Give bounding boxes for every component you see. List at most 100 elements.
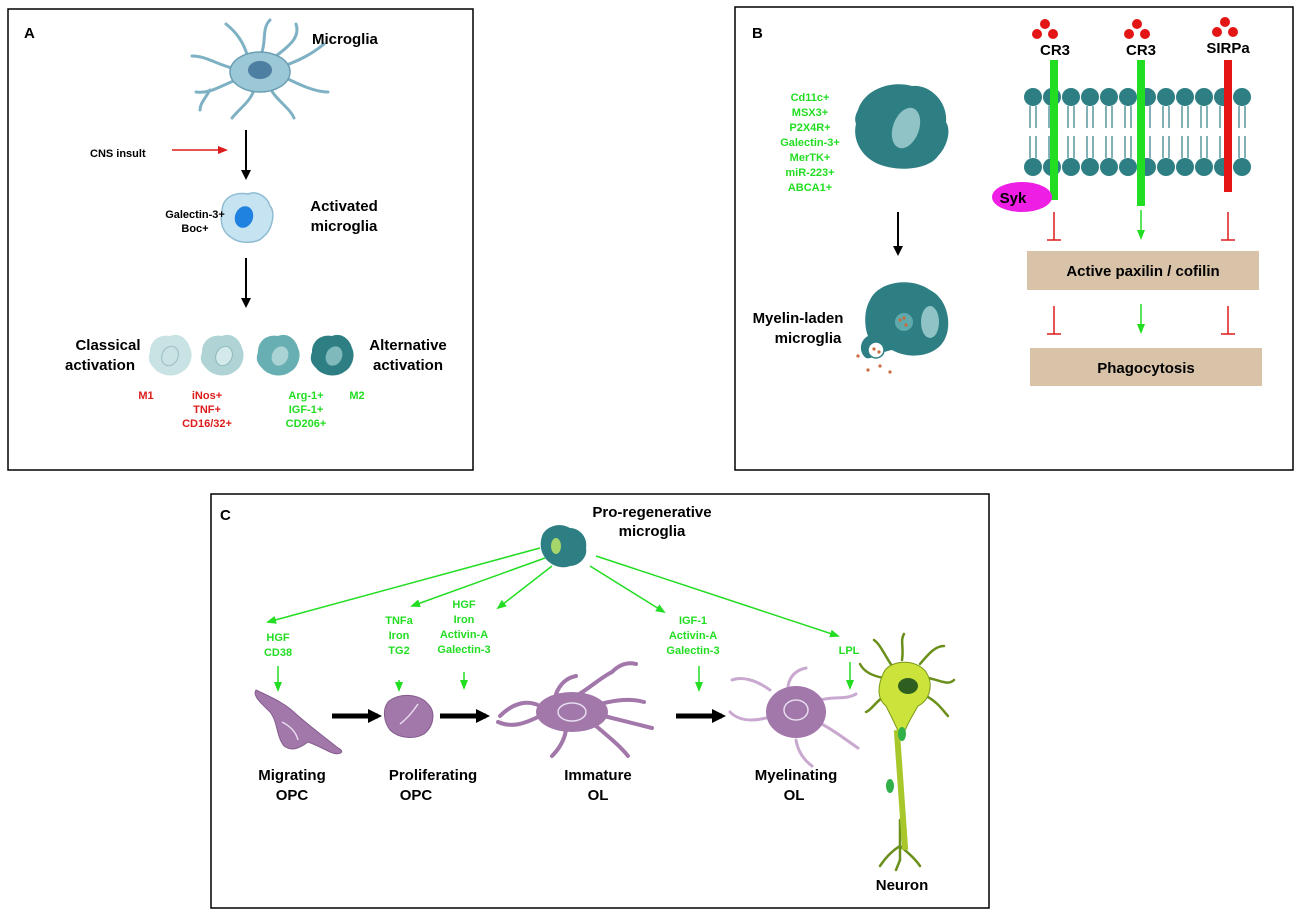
stage-2-label-2: OPC <box>400 787 433 804</box>
stage-3-label-1: Immature <box>564 767 632 784</box>
factor-item: TG2 <box>388 645 409 657</box>
panel-b: B Cd11c+ MSX3+ P2X4R+ Galectin-3+ MerTK+ miR-… <box>734 6 1294 471</box>
myelin-laden-label-1: Myelin-laden <box>753 310 844 327</box>
activated-title-1: Activated <box>310 198 378 215</box>
stage-2-label-1: Proliferating <box>389 767 477 784</box>
lipid-head <box>1081 88 1099 106</box>
stage-4-label-2: OL <box>784 787 805 804</box>
m1-marker-1: iNos+ <box>192 390 222 402</box>
marker-list: Cd11c+ MSX3+ P2X4R+ Galectin-3+ MerTK+ miR-22… <box>780 92 840 194</box>
immature-ol-cell <box>496 661 654 758</box>
m2-label: M2 <box>349 390 364 402</box>
stage-1-label-2: OPC <box>276 787 309 804</box>
marker-item: Galectin-3+ <box>780 137 840 149</box>
activated-microglia-cell <box>220 192 274 243</box>
classical-label-2: activation <box>65 357 135 374</box>
factor-labels: HGFCD38TNFaIronTG2HGFIronActivin-AGalect… <box>264 599 860 659</box>
phagocytosis-box <box>1030 348 1262 386</box>
factor-arrows <box>274 662 854 692</box>
factor-item: CD38 <box>264 647 292 659</box>
receptor-label-sirpa: SIRPa <box>1206 40 1250 57</box>
factor-item: HGF <box>266 632 290 644</box>
alternative-label-2: activation <box>373 357 443 374</box>
marker-item: ABCA1+ <box>788 182 832 194</box>
marker-item: miR-223+ <box>785 167 834 179</box>
cns-insult-label: CNS insult <box>90 148 146 160</box>
m2-marker-1: Arg-1+ <box>288 390 323 402</box>
cell-membrane <box>1024 88 1251 176</box>
factor-item: IGF-1 <box>679 615 707 627</box>
receptor-label-cr3-1: CR3 <box>1040 42 1070 59</box>
factor-item: Iron <box>389 630 410 642</box>
factor-item: LPL <box>839 645 860 657</box>
lipid-head <box>1176 158 1194 176</box>
factor-item: Galectin-3 <box>666 645 719 657</box>
lipid-head <box>1024 158 1042 176</box>
source-label-2: microglia <box>619 523 686 540</box>
neuron-cell <box>858 632 956 872</box>
proliferating-opc-cell <box>383 695 434 738</box>
paxilin-box <box>1027 251 1259 290</box>
alternative-label-1: Alternative <box>369 337 447 354</box>
lipid-head <box>1062 88 1080 106</box>
paxilin-label: Active paxilin / cofilin <box>1066 263 1219 280</box>
syk-label: Syk <box>1000 190 1027 207</box>
panel-c-label: C <box>220 507 231 524</box>
ligand-dots <box>1032 17 1238 39</box>
syk-kinase <box>992 182 1052 212</box>
classical-label-1: Classical <box>75 337 140 354</box>
alternative-cell-2 <box>310 334 354 376</box>
panel-b-label: B <box>752 25 763 42</box>
factor-item: Galectin-3 <box>437 644 490 656</box>
lipid-head <box>1024 88 1042 106</box>
m1-marker-3: CD16/32+ <box>182 418 232 430</box>
lipid-head <box>1195 158 1213 176</box>
stage-3-label-2: OL <box>588 787 609 804</box>
lipid-head <box>1233 88 1251 106</box>
lipid-head <box>1195 88 1213 106</box>
migrating-opc-cell <box>254 689 343 755</box>
lipid-head <box>1119 158 1137 176</box>
stage-4-label-1: Myelinating <box>755 767 838 784</box>
lipid-head <box>1176 88 1194 106</box>
secretion-arrows <box>266 547 840 638</box>
classical-cell-2 <box>200 334 244 376</box>
m2-marker-2: IGF-1+ <box>289 404 324 416</box>
alternative-cell-1 <box>256 334 300 376</box>
myelin-laden-label-2: microglia <box>775 330 842 347</box>
microglia-cell-b <box>855 84 949 169</box>
marker-item: MerTK+ <box>790 152 831 164</box>
lipid-head <box>1157 158 1175 176</box>
factor-item: Activin-A <box>669 630 717 642</box>
marker-item: P2X4R+ <box>789 122 830 134</box>
lipid-head <box>1157 88 1175 106</box>
factor-item: Activin-A <box>440 629 488 641</box>
neuron-label: Neuron <box>876 877 929 894</box>
lipid-head <box>1233 158 1251 176</box>
marker-item: MSX3+ <box>792 107 828 119</box>
m1-marker-2: TNF+ <box>193 404 221 416</box>
resting-microglia-cell <box>190 18 330 120</box>
activated-marker-1: Galectin-3+ <box>165 209 225 221</box>
classical-cell-1 <box>148 334 192 376</box>
lipid-head <box>1100 158 1118 176</box>
marker-item: Cd11c+ <box>791 92 830 104</box>
panel-a-label: A <box>24 25 35 42</box>
myelinating-ol-cell <box>728 666 860 768</box>
panel-a: A Microglia CNS insult <box>7 8 474 471</box>
lipid-head <box>1062 158 1080 176</box>
m2-marker-3: CD206+ <box>286 418 327 430</box>
cr3-receptor-1 <box>1050 60 1058 200</box>
m1-label: M1 <box>138 390 153 402</box>
lipid-head <box>1081 158 1099 176</box>
microglia-title: Microglia <box>312 31 379 48</box>
activated-title-2: microglia <box>311 218 378 235</box>
receptor-label-cr3-2: CR3 <box>1126 42 1156 59</box>
sirpa-receptor <box>1224 60 1232 192</box>
activated-marker-2: Boc+ <box>181 223 208 235</box>
lipid-head <box>1100 88 1118 106</box>
phagocytosis-label: Phagocytosis <box>1097 360 1195 377</box>
stage-1-label-1: Migrating <box>258 767 326 784</box>
cr3-receptor-2 <box>1137 60 1145 206</box>
